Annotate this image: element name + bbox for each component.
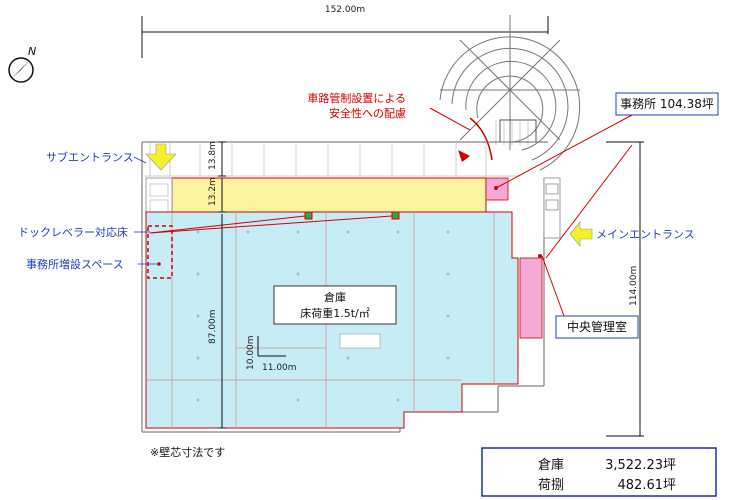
traffic-safety-leader [429, 107, 471, 131]
sub-entrance-arrow-icon [145, 143, 177, 171]
warehouse-title: 倉庫 [324, 290, 346, 304]
grid-scale [257, 336, 286, 357]
dock-leveler-leader-1 [149, 215, 306, 234]
right-entrance-structure [543, 177, 561, 239]
grid-x-dimension: 11.00m [262, 363, 297, 373]
office-expansion-label: 事務所増設スペース [26, 257, 124, 271]
office-expansion-dot [157, 262, 161, 266]
central-control-block [519, 257, 543, 339]
office-expansion-area [147, 225, 173, 279]
floor-load: 床荷重1.5t/㎡ [300, 306, 370, 320]
central-control-label: 中央管理室 [567, 319, 627, 334]
summary-warehouse-value: 3,522.23坪 [605, 458, 676, 473]
traffic-safety-line2: 安全性への配慮 [329, 106, 406, 120]
traffic-safety-arrow [458, 150, 470, 162]
summary-warehouse-label: 倉庫 [538, 458, 564, 473]
central-control-callout-box [555, 315, 639, 339]
width-dimension [141, 16, 549, 58]
warehouse-fixture [339, 333, 381, 349]
width-dimension-label: 152.00m [325, 5, 365, 15]
office-callout-label: 事務所 104.38坪 [620, 97, 714, 111]
warehouse-depth-dimension: 87.00m [208, 309, 218, 344]
traffic-safety-line1: 車路管制設置による [307, 91, 406, 105]
spiral-ramp [439, 15, 581, 171]
central-control-dot [538, 254, 542, 258]
sub-entrance-label: サブエントランス [46, 150, 134, 164]
dimension-note: ※壁芯寸法です [150, 445, 225, 459]
office-callout-box [615, 92, 719, 116]
office-band-dimension: 13.2m [208, 177, 218, 206]
office-band [171, 177, 487, 213]
height-dimension [606, 141, 644, 437]
central-control-leader [541, 255, 565, 317]
office-callout-dot [494, 186, 498, 190]
office-callout-leader [495, 114, 633, 189]
traffic-safety-curve [469, 117, 493, 161]
main-entrance-arrow-icon [569, 221, 593, 247]
compass-icon: N [8, 45, 36, 83]
main-entrance-label: メインエントランス [596, 228, 695, 241]
sub-entrance-leader [133, 156, 147, 164]
ramp-grid [495, 120, 529, 145]
area-summary-box [481, 447, 717, 497]
top-strip-dimension: 13.8m [208, 141, 218, 170]
height-dimension-label: 114.00m [629, 266, 639, 306]
dock-leveler-label: ドックレベラー対応床 [18, 225, 128, 239]
compass-letter: N [28, 45, 36, 58]
warehouse-label-box [273, 285, 397, 325]
dock-leveler-leader-2 [149, 215, 393, 234]
control-callout-leader [545, 144, 633, 259]
internal-dimensions [218, 141, 226, 429]
summary-dock-label: 荷捌 [538, 477, 564, 493]
summary-dock-value: 482.61坪 [618, 478, 677, 493]
dock-leveler-left [304, 211, 313, 220]
dock-leveler-right [391, 211, 400, 220]
grid-y-dimension: 10.00m [246, 335, 256, 370]
